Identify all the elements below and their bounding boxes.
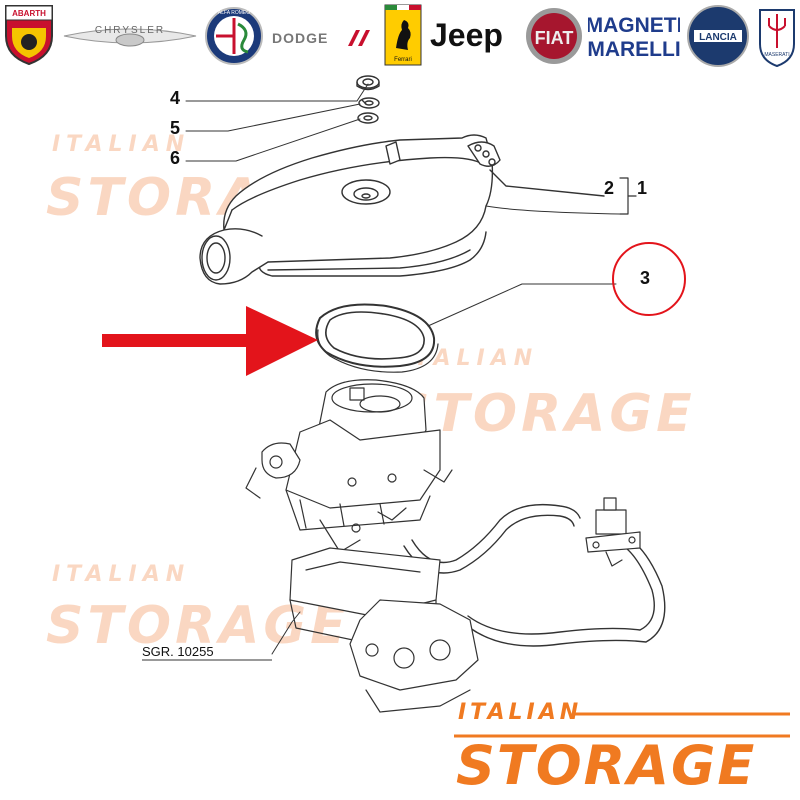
watermark-small-top: ITALIAN <box>52 132 191 157</box>
callout-2: 2 <box>604 178 615 198</box>
lancia-logo-text: LANCIA <box>699 32 737 43</box>
carburettor-part <box>245 379 453 553</box>
italian-storage-logo: ITALIAN STORAGE <box>450 700 796 797</box>
magneti-marelli-logo: MAGNETI MARELLI <box>588 14 680 61</box>
watermark-small-bottom: ITALIAN <box>52 562 191 587</box>
gasket-part <box>315 303 439 373</box>
lancia-logo: LANCIA <box>687 5 749 67</box>
jeep-logo-text: Jeep <box>430 17 503 53</box>
dodge-logo: DODGE <box>272 30 370 46</box>
jeep-logo: Jeep <box>430 17 503 53</box>
fiat-logo: FIAT <box>526 8 582 64</box>
ferrari-logo: Ferrari <box>384 4 422 66</box>
watermark-big-mid: STORAGE <box>392 384 696 444</box>
callout-3: 3 <box>640 268 651 288</box>
alfa-romeo-logo-text: ALFA ROMEO <box>218 10 250 16</box>
alfa-romeo-logo: ALFA ROMEO <box>205 7 263 65</box>
fiat-logo-text: FIAT <box>535 28 574 48</box>
brand-big-text: STORAGE <box>456 734 757 797</box>
reference-underline <box>142 659 272 661</box>
abarth-logo: ABARTH <box>5 5 53 66</box>
callout-4: 4 <box>170 88 181 108</box>
abarth-logo-text: ABARTH <box>12 9 46 18</box>
magneti-marelli-line1: MAGNETI <box>588 14 680 37</box>
brand-logo-lines <box>454 712 790 738</box>
brand-logo-strip: ABARTH CHRYSLER ALFA ROMEO DODGE Ferrari… <box>0 0 800 72</box>
reference-label: SGR. 10255 <box>142 644 214 659</box>
ferrari-logo-text: Ferrari <box>394 57 412 63</box>
callout-6: 6 <box>170 148 181 168</box>
magneti-marelli-line2: MARELLI <box>588 38 680 61</box>
air-filter-housing <box>199 134 605 285</box>
vacuum-valve-part <box>585 497 641 567</box>
intake-manifold-part <box>289 547 479 713</box>
maserati-logo-text: MASERATI <box>764 52 789 58</box>
chrysler-logo-text: CHRYSLER <box>95 25 165 36</box>
nut-part <box>356 75 380 91</box>
chrysler-logo: CHRYSLER <box>63 25 197 47</box>
flat-washer-part <box>357 112 379 124</box>
brand-small-text: ITALIAN <box>458 700 583 725</box>
highlight-circle <box>612 242 686 316</box>
dodge-logo-text: DODGE <box>272 30 328 46</box>
pointer-arrow <box>102 306 318 376</box>
spring-washer-part <box>358 97 380 109</box>
callout-5: 5 <box>170 118 181 138</box>
maserati-logo: MASERATI <box>759 9 795 68</box>
callout-1: 1 <box>637 178 648 198</box>
